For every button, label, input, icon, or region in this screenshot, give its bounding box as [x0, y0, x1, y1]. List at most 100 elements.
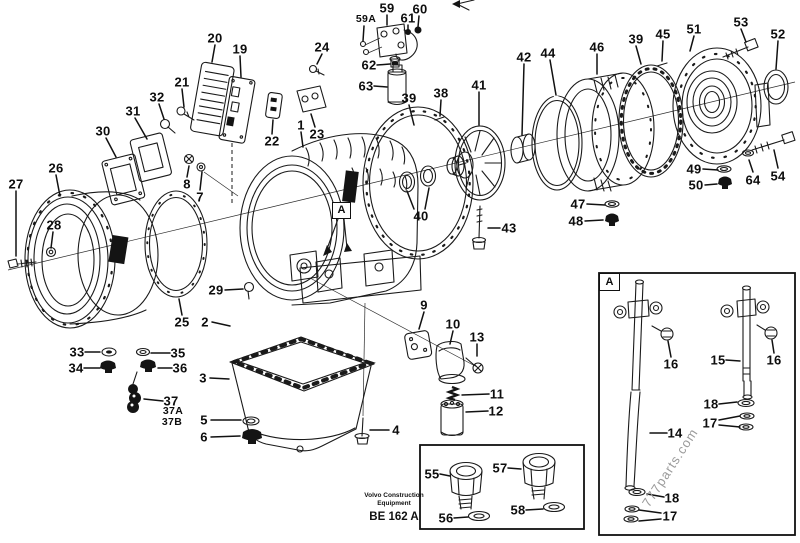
part-label-52: 52 — [770, 26, 786, 42]
leader-line-19 — [239, 55, 242, 78]
part-fitting-62 — [389, 55, 401, 68]
part-housing-1 — [239, 133, 422, 306]
part-label-56: 56 — [438, 510, 454, 526]
part-label-27: 27 — [8, 176, 24, 192]
part-label-59: 59 — [379, 0, 395, 16]
leader-line-48 — [584, 219, 604, 222]
leader-line-18-left — [646, 493, 665, 498]
part-label-36: 36 — [172, 360, 188, 376]
part-nut-60 — [414, 26, 422, 34]
part-label-37: 37 — [163, 393, 179, 409]
part-label-13: 13 — [469, 329, 485, 345]
leader-line-40 — [406, 190, 415, 210]
part-bolt-13 — [465, 357, 484, 374]
part-label-32: 32 — [149, 89, 165, 105]
leader-line-45 — [661, 40, 664, 62]
part-bolt-43 — [471, 205, 487, 250]
part-label-29: 29 — [208, 282, 224, 298]
leader-line-29 — [224, 288, 244, 291]
part-label-3: 3 — [199, 370, 207, 386]
part-label-14: 14 — [667, 425, 683, 441]
part-plate-30 — [101, 153, 146, 206]
leader-line-51 — [689, 35, 695, 52]
part-label-21: 21 — [174, 74, 190, 90]
leader-line-31 — [134, 117, 148, 140]
part-seal-33 — [101, 347, 117, 357]
leader-line-28 — [50, 231, 54, 249]
publisher-name-line1: Volvo Construction — [364, 492, 424, 499]
part-bolt-54 — [751, 131, 796, 154]
leader-line-50 — [704, 183, 718, 186]
leader-line-57 — [507, 467, 522, 470]
part-label-46: 46 — [589, 39, 605, 55]
part-pin-45 — [656, 62, 668, 67]
leader-line-23 — [310, 113, 316, 128]
leader-line-40 — [424, 187, 430, 210]
part-label-15: 15 — [710, 352, 726, 368]
part-label-39-left: 39 — [401, 90, 417, 106]
part-label-39-right: 39 — [628, 31, 644, 47]
part-label-16-right: 16 — [766, 352, 782, 368]
leader-line-59a — [362, 25, 365, 42]
leader-line-6 — [210, 435, 241, 438]
part-breather-37 — [127, 371, 141, 413]
part-bolt-16-right — [756, 324, 778, 340]
part-bracket-23 — [296, 85, 327, 113]
part-label-42: 42 — [516, 49, 532, 65]
part-label-63: 63 — [358, 78, 374, 94]
part-label-25: 25 — [174, 314, 190, 330]
part-label-11: 11 — [489, 386, 505, 402]
leader-line-2 — [211, 321, 231, 327]
part-label-45: 45 — [655, 26, 671, 42]
part-label-20: 20 — [207, 30, 223, 46]
part-label-33: 33 — [69, 344, 85, 360]
part-label-35: 35 — [170, 345, 186, 361]
part-plug-36 — [140, 359, 156, 372]
part-nut-8 — [183, 153, 195, 165]
leader-line-47 — [586, 203, 606, 206]
part-label-49: 49 — [686, 161, 702, 177]
part-label-51: 51 — [686, 21, 702, 37]
leader-line-7 — [199, 171, 203, 191]
part-bolt-27 — [7, 258, 37, 269]
part-label-64: 64 — [745, 172, 761, 188]
part-nut-61 — [405, 29, 411, 35]
part-label-26: 26 — [48, 160, 64, 176]
part-label-17-right: 17 — [702, 415, 718, 431]
part-label-38: 38 — [433, 85, 449, 101]
part-tube-63 — [387, 64, 407, 106]
inset-box-a — [598, 272, 796, 536]
leader-line-1 — [300, 131, 304, 148]
part-bolt-53 — [722, 37, 759, 60]
part-washer-56 — [467, 510, 491, 522]
part-label-37a: 37A — [162, 405, 184, 417]
part-washer-64 — [741, 149, 755, 157]
part-label-47: 47 — [570, 196, 586, 212]
part-washer-49 — [716, 165, 732, 173]
part-label-17-left: 17 — [662, 508, 678, 524]
leader-line-32 — [158, 103, 165, 120]
part-label-18-left: 18 — [664, 490, 680, 506]
leader-line-17-right — [718, 424, 741, 428]
leader-line-52 — [775, 40, 779, 70]
part-label-7: 7 — [196, 189, 204, 205]
part-plug-48 — [605, 213, 619, 226]
leader-line-17-left — [638, 518, 662, 522]
leader-line-54 — [773, 149, 779, 169]
leader-line-17-left — [638, 509, 662, 514]
leader-line-30 — [105, 137, 117, 158]
part-seal-18-left — [628, 487, 646, 497]
part-drum-46 — [556, 72, 655, 192]
part-label-44: 44 — [540, 45, 556, 61]
leader-line-56 — [453, 516, 469, 519]
part-label-2: 2 — [201, 314, 209, 330]
leader-line-64 — [748, 159, 754, 173]
part-label-53: 53 — [733, 14, 749, 30]
part-valve-body-20 — [190, 61, 235, 137]
part-plug-6 — [242, 429, 262, 444]
part-label-19: 19 — [232, 41, 248, 57]
part-label-9: 9 — [420, 297, 428, 313]
part-ring-39-right — [618, 64, 684, 178]
leader-line-20 — [211, 44, 216, 63]
